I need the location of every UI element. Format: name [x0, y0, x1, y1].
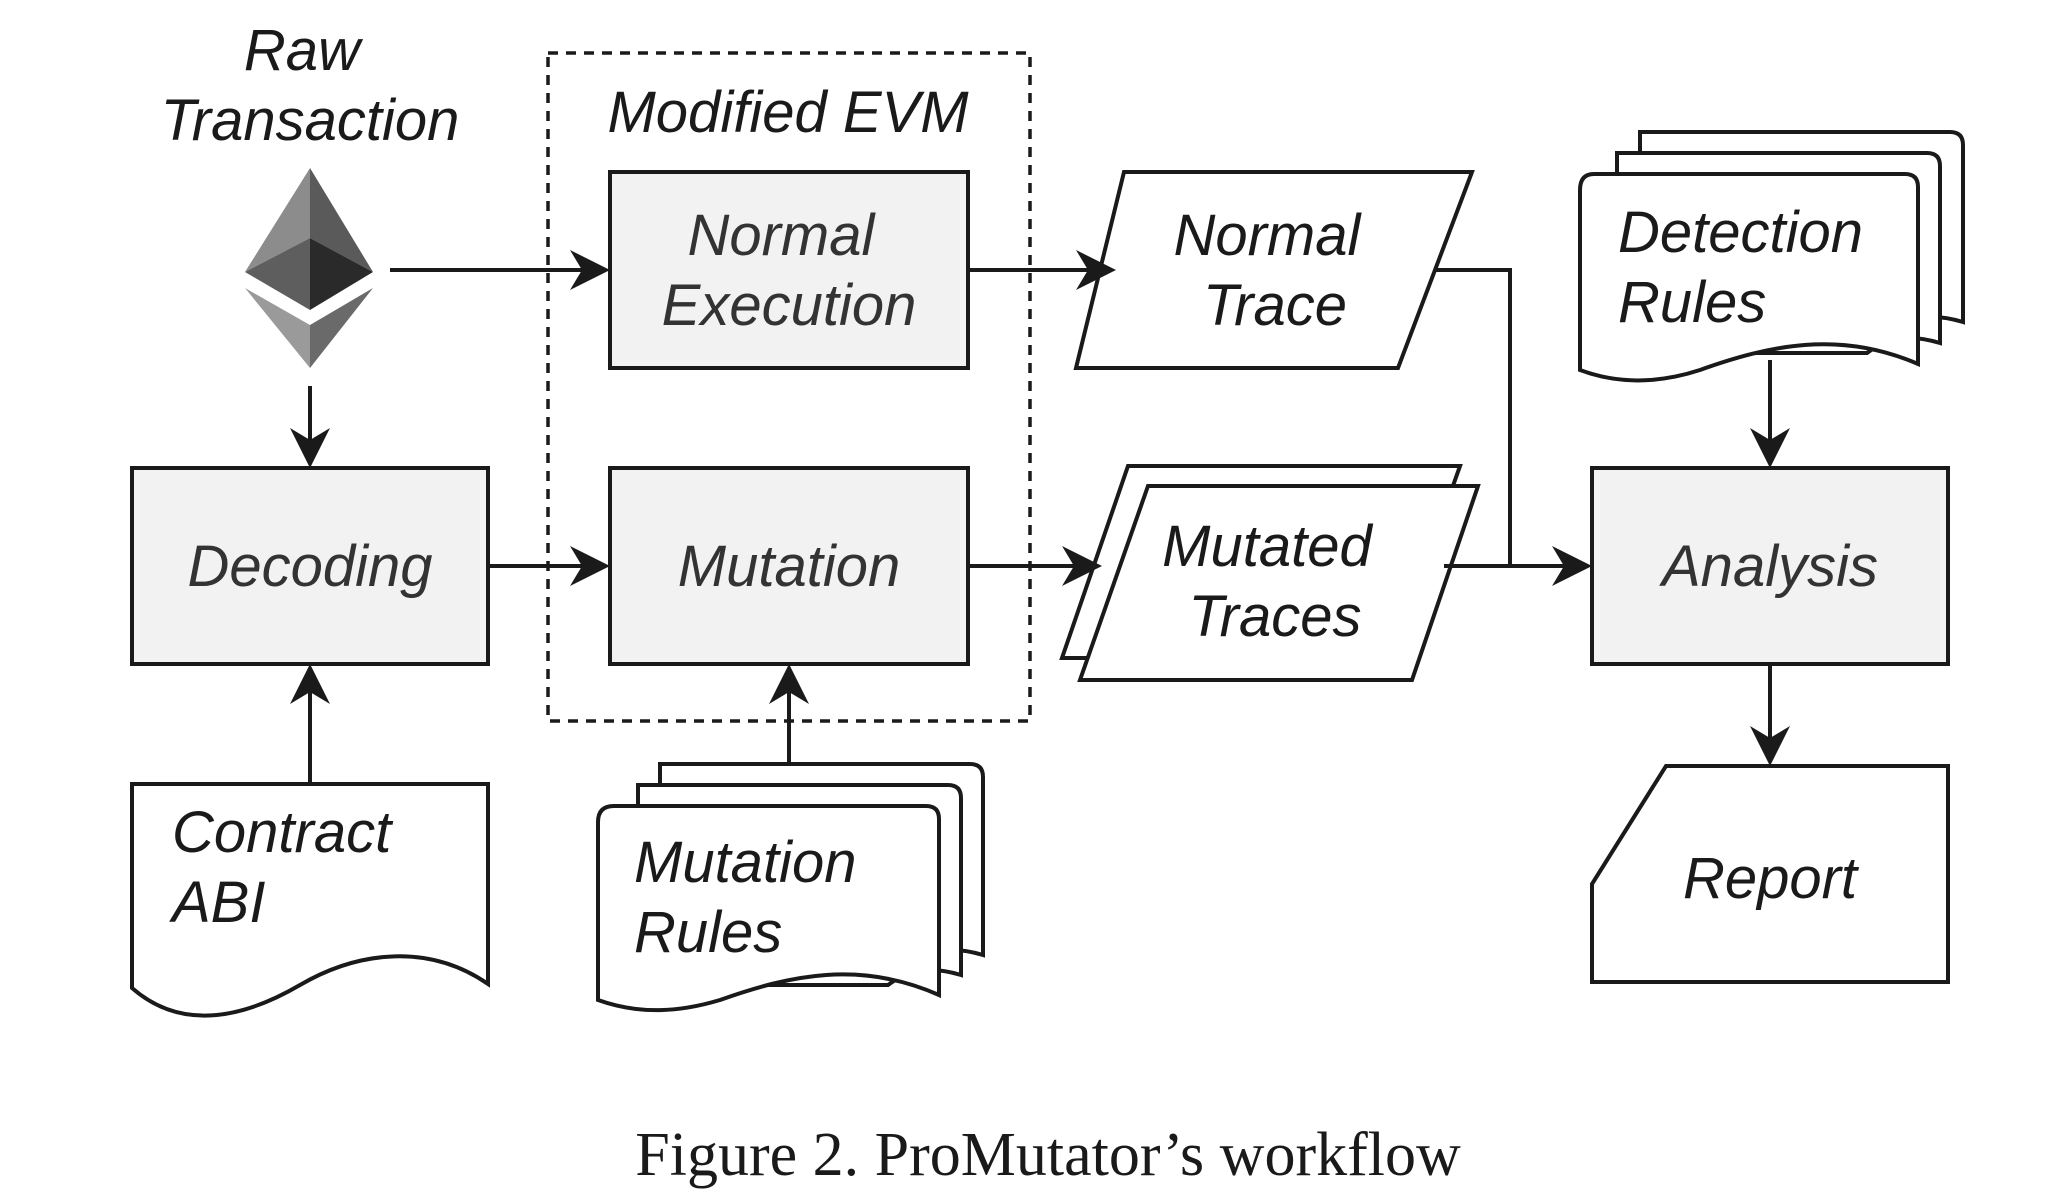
modified-evm-label: Modified EVM	[607, 80, 969, 145]
detection-rules-label: Detection Rules	[1618, 200, 1879, 335]
mutation-label: Mutation	[678, 534, 900, 599]
mutated-traces-label: Mutated Traces	[1162, 514, 1388, 649]
figure-caption: Figure 2. ProMutator’s workflow	[635, 1121, 1461, 1189]
normal-trace-shape	[1073, 170, 1475, 370]
raw-transaction-label: Raw Transaction	[161, 18, 460, 153]
contract-abi-label: Contract ABI	[169, 800, 407, 935]
normal-trace-label: Normal Trace	[1173, 203, 1376, 338]
normal-execution-label: Normal Execution	[662, 203, 917, 338]
report-label: Report	[1683, 846, 1860, 911]
detection-rules-documents	[1578, 130, 1965, 383]
mutated-traces-shapes	[1059, 464, 1481, 682]
connector-normal-trace-to-analysis	[1436, 268, 1512, 566]
analysis-label: Analysis	[1659, 534, 1878, 599]
contract-abi-document	[130, 782, 490, 1018]
analysis-box	[1590, 466, 1950, 666]
decoding-label: Decoding	[187, 534, 432, 599]
mutation-rules-documents	[596, 762, 985, 1013]
mutation-rules-label: Mutation Rules	[634, 830, 873, 965]
report-shape	[1590, 764, 1950, 984]
normal-execution-box	[608, 170, 970, 370]
ethereum-icon	[245, 168, 373, 368]
